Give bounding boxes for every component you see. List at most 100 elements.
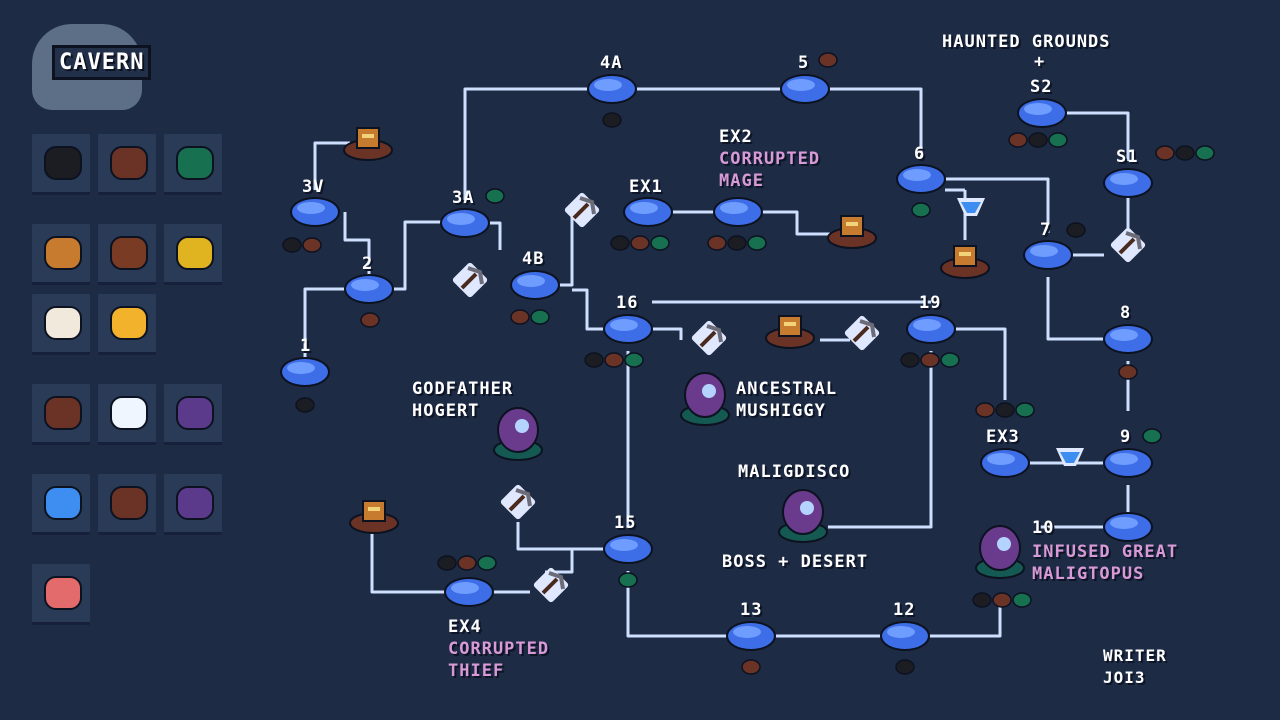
map-path [1046,277,1104,341]
node-label-3a: 3A [452,188,475,208]
purple-fish-icon [176,486,214,520]
coal-ore-icon [44,146,82,180]
resource-drop-icon [510,309,550,325]
node-8[interactable] [1103,324,1153,354]
node-label-7: 7 [1040,220,1052,240]
node-19[interactable] [906,314,956,344]
node-label-s1: S1 [1116,147,1139,167]
node-label-ex3: EX3 [986,427,1020,447]
map-path [545,547,604,574]
resource-drop-icon [1008,132,1068,148]
map-path [516,522,604,551]
legend-slot[interactable] [32,564,90,625]
node-label-10: 10 [1032,518,1055,538]
node-16[interactable] [603,314,653,344]
node-7[interactable] [1023,240,1073,270]
resource-drop-icon [818,52,838,68]
gold-nuggets-icon [176,236,214,270]
node-label-13: 13 [740,600,763,620]
area-title: CAVERN [52,45,152,80]
treasure-chest-icon [349,500,399,534]
treasure-chest-icon [827,215,877,249]
map-path [370,530,445,594]
pickaxe-icon [500,484,536,520]
map-path [1066,111,1130,161]
moss-clump-icon [176,146,214,180]
node-13[interactable] [726,621,776,651]
legend-slot[interactable] [164,474,222,535]
pickaxe-icon [564,192,600,228]
map-path [303,287,345,372]
boss-icon [975,525,1025,579]
node-12[interactable] [880,621,930,651]
node-3v[interactable] [290,197,340,227]
resource-drop-icon [975,402,1035,418]
legend-slot[interactable] [32,294,90,355]
node-ex3[interactable] [980,448,1030,478]
node-label-12: 12 [893,600,916,620]
resource-drop-icon [1142,428,1162,444]
ex2-boss-name: CORRUPTED MAGE [719,149,821,191]
pickaxe-icon [844,315,880,351]
node-3a[interactable] [440,208,490,238]
boss-icon [778,489,828,543]
map-path [572,288,604,331]
infused-great-maligtopus-label: INFUSED GREAT MALIGTOPUS [1032,542,1179,584]
legend-slot[interactable] [32,384,90,445]
resource-drop-icon [437,555,497,571]
legend-slot[interactable] [98,474,156,535]
node-4b[interactable] [510,270,560,300]
legend-slot[interactable] [98,384,156,445]
map-path [829,87,923,157]
legend-slot[interactable] [164,134,222,195]
water-drop-icon [1056,448,1084,466]
pickaxe-icon [1110,227,1146,263]
node-s1[interactable] [1103,168,1153,198]
legend-slot[interactable] [98,224,156,285]
resource-drop-icon [610,235,670,251]
pickaxe-icon [533,567,569,603]
node-1[interactable] [280,357,330,387]
treasure-chest-icon [940,245,990,279]
node-9[interactable] [1103,448,1153,478]
node-4a[interactable] [587,74,637,104]
resource-drop-icon [911,202,931,218]
map-path [762,210,830,236]
node-label-9: 9 [1120,427,1132,447]
bone-icon [44,306,82,340]
boss-icon [680,372,730,426]
gold-ore-icon [110,306,148,340]
node-10[interactable] [1103,512,1153,542]
node-5[interactable] [780,74,830,104]
resource-drop-icon [295,397,315,413]
node-s2[interactable] [1017,98,1067,128]
brown-boar-icon [110,486,148,520]
node-ex1[interactable] [623,197,673,227]
resource-drop-icon [741,659,761,675]
ex4-boss-name: CORRUPTED THIEF [448,639,550,681]
node-15[interactable] [603,534,653,564]
node-label-3v: 3V [302,177,325,197]
legend-slot[interactable] [32,224,90,285]
resource-drop-icon [1155,145,1215,161]
red-ball-icon [44,576,82,610]
legend-slot[interactable] [32,474,90,535]
node-label-4b: 4B [522,249,545,269]
node-6[interactable] [896,164,946,194]
map-path [929,600,1002,638]
legend-slot[interactable] [98,294,156,355]
node-2[interactable] [344,274,394,304]
node-label-16: 16 [616,293,639,313]
legend-slot[interactable] [98,134,156,195]
legend-slot[interactable] [164,384,222,445]
resource-drop-icon [485,188,505,204]
node-ex4[interactable] [444,577,494,607]
copper-ore-icon [110,146,148,180]
legend-slot[interactable] [32,134,90,195]
legend-slot[interactable] [164,224,222,285]
node-ex2[interactable] [713,197,763,227]
map-path [463,87,588,200]
resource-drop-icon [584,352,644,368]
treasure-chest-icon [765,315,815,349]
